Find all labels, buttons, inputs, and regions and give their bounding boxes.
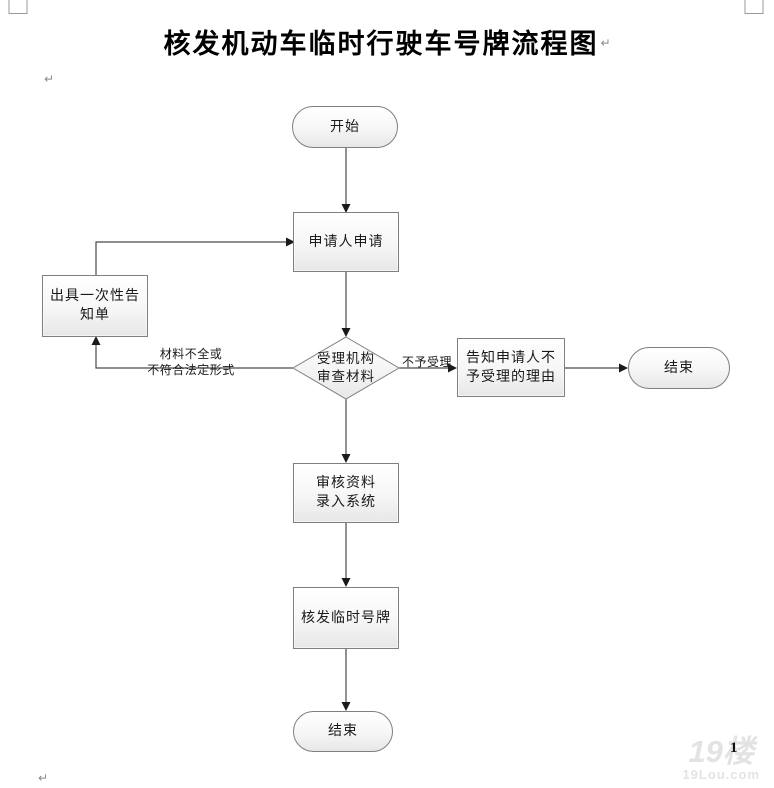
flow-node-label: 告知申请人不 (466, 350, 556, 366)
flow-node-label: 结束 (328, 724, 358, 739)
margin-corner-marks (8, 0, 764, 14)
flow-node-label: 出具一次性告 (50, 289, 140, 304)
watermark-domain: 19Lou.com (682, 767, 760, 782)
flow-node-start: 开始 (292, 106, 398, 148)
flow-node-apply: 申请人申请 (293, 212, 399, 272)
flow-node-label: 知单 (80, 308, 110, 323)
flow-node-end-right: 结束 (628, 347, 730, 389)
flow-node-review-decision: 受理机构 审查材料 (291, 335, 401, 401)
page-number: 1 (730, 740, 738, 756)
flow-node-notice: 出具一次性告 知单 (42, 275, 148, 337)
flow-node-label: 审核资料 (316, 476, 376, 491)
flow-node-issue: 核发临时号牌 (293, 587, 399, 649)
flow-node-inform: 告知申请人不 予受理的理由 (457, 338, 565, 397)
edge-label-line: 不符合法定形式 (147, 363, 235, 377)
paragraph-mark-icon: ↵ (44, 72, 55, 86)
flow-node-label: 开始 (330, 119, 360, 135)
paragraph-mark-icon: ↵ (600, 36, 611, 50)
flow-node-label: 受理机构 (317, 351, 375, 366)
flow-node-end-bottom: 结束 (293, 711, 393, 752)
edge-label-incomplete: 材料不全或 不符合法定形式 (126, 346, 256, 378)
flow-node-entry: 审核资料 录入系统 (293, 463, 399, 523)
flow-node-label: 录入系统 (316, 495, 376, 510)
edge-label-line: 材料不全或 (159, 347, 223, 361)
edge-label-line: 不予受理 (402, 355, 453, 369)
title-row: 核发机动车临时行驶车号牌流程图↵ (0, 22, 774, 61)
page-title: 核发机动车临时行驶车号牌流程图 (163, 29, 599, 59)
paragraph-mark-icon: ↵ (38, 771, 49, 785)
arrowhead-icons (91, 204, 628, 711)
diamond-shape (292, 336, 400, 400)
watermark: 19楼 19Lou.com (682, 736, 760, 782)
watermark-brand: 19楼 (688, 734, 754, 769)
flow-node-label: 予受理的理由 (466, 369, 556, 385)
edge-label-reject: 不予受理 (402, 354, 453, 370)
flow-node-label: 结束 (664, 360, 694, 376)
flow-node-label: 申请人申请 (308, 234, 384, 250)
flow-node-label: 审查材料 (317, 369, 375, 384)
flow-node-label-group: 受理机构 审查材料 (291, 335, 401, 401)
flow-node-label: 核发临时号牌 (301, 610, 391, 626)
